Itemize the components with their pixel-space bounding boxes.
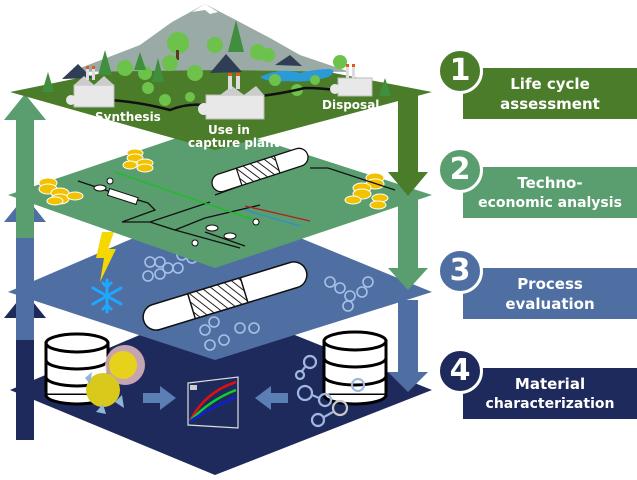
arrow-right-icon bbox=[143, 386, 176, 410]
step-3-badge: 3 bbox=[437, 248, 483, 294]
arrow-down-lca bbox=[388, 95, 428, 196]
lca-layer: Synthesis Use in capture plant Disposal bbox=[10, 4, 432, 150]
step-2-label: Techno- economic analysis bbox=[463, 167, 637, 218]
step-3-line2: evaluation bbox=[505, 294, 595, 313]
tea-layer bbox=[4, 94, 432, 268]
label-capture-plant: capture plant bbox=[188, 136, 280, 150]
mountain-snow bbox=[192, 4, 218, 14]
rock-pile-icon bbox=[62, 54, 302, 79]
step-4-line2: characterization bbox=[485, 395, 615, 412]
step-3-line1: Process bbox=[517, 274, 583, 293]
lightning-icon bbox=[96, 232, 116, 282]
factory-icon bbox=[330, 64, 373, 97]
arrow-up-tea bbox=[4, 94, 46, 238]
label-use-in: Use in bbox=[208, 123, 250, 137]
coin-stack-icon bbox=[344, 172, 389, 210]
step-1-line1: Life cycle bbox=[510, 74, 590, 93]
label-synthesis: Synthesis bbox=[95, 110, 161, 124]
process-layer bbox=[4, 196, 432, 360]
heat-exchanger-icon bbox=[93, 177, 260, 247]
material-layer bbox=[4, 292, 432, 475]
step-2-line1: Techno- bbox=[517, 173, 583, 192]
molecule-icon bbox=[294, 354, 366, 428]
distillation-column-icon bbox=[211, 147, 309, 193]
mountain-icon bbox=[70, 4, 350, 72]
arrow-up-process bbox=[4, 196, 46, 340]
tea-plane bbox=[8, 125, 432, 268]
step-1-label: Life cycle assessment bbox=[463, 68, 637, 119]
step-1-badge: 1 bbox=[437, 48, 483, 94]
process-plane bbox=[8, 203, 432, 360]
adsorption-column-icon bbox=[142, 261, 308, 331]
step-2-badge: 2 bbox=[437, 147, 483, 193]
tree-icon bbox=[42, 20, 391, 106]
flowsheet-icon bbox=[77, 167, 396, 249]
factory-icon bbox=[66, 66, 115, 108]
database-icon bbox=[322, 330, 388, 406]
arrow-left-icon bbox=[255, 386, 288, 410]
coin-stack-icon bbox=[122, 148, 154, 173]
coin-stack-icon bbox=[38, 177, 84, 206]
step-4-line1: Material bbox=[514, 374, 586, 393]
arrow-up-material bbox=[4, 292, 46, 440]
label-disposal: Disposal bbox=[322, 98, 379, 112]
isotherm-chart-icon bbox=[187, 376, 239, 429]
step-4-badge: 4 bbox=[437, 348, 483, 394]
factory-icon bbox=[198, 73, 265, 120]
mof-structure-icon bbox=[85, 345, 145, 414]
arrow-down-tea bbox=[388, 196, 428, 290]
step-1-line2: assessment bbox=[500, 94, 600, 113]
step-4-label: Material characterization bbox=[463, 368, 637, 419]
molecule-icon bbox=[142, 249, 374, 351]
snowflake-icon bbox=[91, 278, 123, 314]
step-3-label: Process evaluation bbox=[463, 268, 637, 319]
step-2-line2: economic analysis bbox=[478, 194, 622, 211]
arrow-down-process bbox=[388, 300, 428, 392]
